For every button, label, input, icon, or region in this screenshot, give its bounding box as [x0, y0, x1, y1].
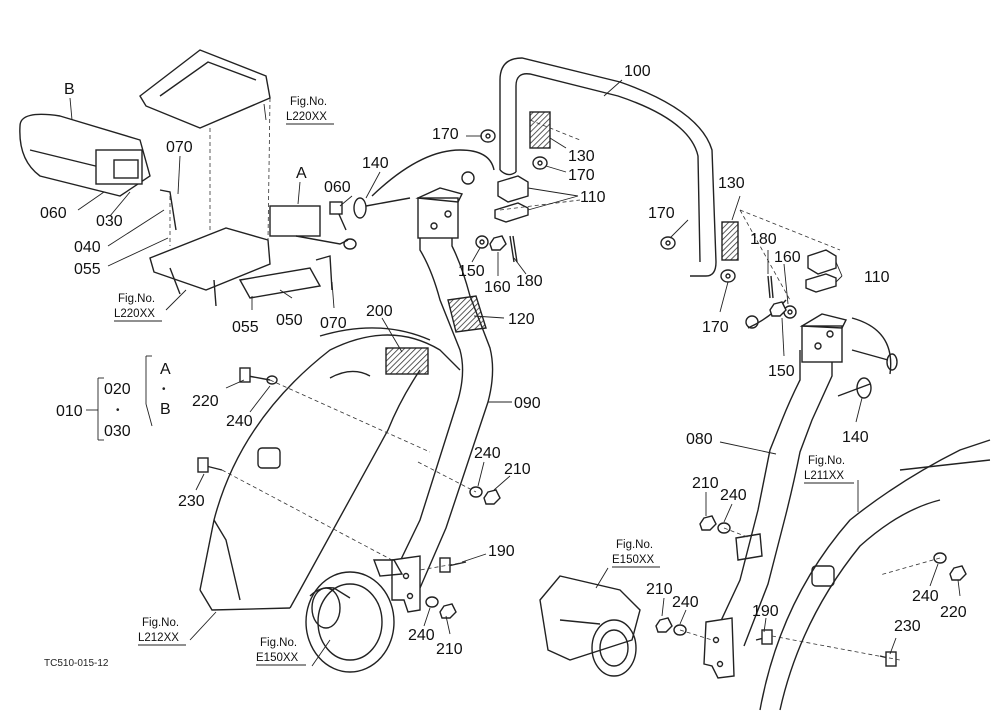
seat-rail	[139, 49, 333, 307]
callout-190: 190	[752, 603, 779, 620]
callout-210: 210	[646, 581, 673, 598]
callout-170: 170	[568, 167, 595, 184]
callout-140: 140	[842, 429, 869, 446]
callout-030: 030	[104, 423, 131, 440]
callout-160: 160	[484, 279, 511, 296]
callout-220: 220	[940, 604, 967, 621]
fig-ref-label: Fig.No.	[290, 96, 327, 108]
callout-240: 240	[672, 594, 699, 611]
callout-210: 210	[504, 461, 531, 478]
dot-separator: •	[116, 405, 120, 416]
callout-240: 240	[474, 445, 501, 462]
fig-ref-label: Fig.No.	[808, 455, 845, 467]
callout-150: 150	[768, 363, 795, 380]
fig-ref-number: E150XX	[612, 554, 655, 566]
callout-190: 190	[488, 543, 515, 560]
rops-top-arch	[499, 57, 739, 277]
callout-220: 220	[192, 393, 219, 410]
callout-240: 240	[226, 413, 253, 430]
callout-150: 150	[458, 263, 485, 280]
bolt-icon	[197, 201, 897, 667]
left-fender	[199, 327, 461, 611]
callout-030: 030	[96, 213, 123, 230]
callout-080: 080	[686, 431, 713, 448]
fig-ref-label: Fig.No.	[616, 539, 653, 551]
clip-110-right	[805, 249, 837, 293]
callout-240: 240	[912, 588, 939, 605]
buckle-icon	[269, 205, 357, 250]
label-a-group: A	[160, 361, 171, 378]
callout-060: 060	[324, 179, 351, 196]
callout-050: 050	[276, 312, 303, 329]
fig-ref-number: L211XX	[804, 470, 844, 482]
clip-110-left	[494, 175, 529, 223]
callout-170: 170	[702, 319, 729, 336]
fig-ref-number: L220XX	[286, 111, 327, 123]
callout-140: 140	[362, 155, 389, 172]
leader-lines	[69, 79, 961, 667]
seat-belt-icon	[19, 113, 151, 197]
callout-010: 010	[56, 403, 83, 420]
callout-210: 210	[692, 475, 719, 492]
callout-060: 060	[40, 205, 67, 222]
callout-240: 240	[408, 627, 435, 644]
assembly-guides	[169, 97, 941, 661]
callout-210: 210	[436, 641, 463, 658]
label-b: B	[64, 81, 75, 98]
pin-icon	[353, 149, 898, 399]
callout-240: 240	[720, 487, 747, 504]
callout-130: 130	[568, 148, 595, 165]
rops-right-post	[703, 313, 848, 679]
callout-130: 130	[718, 175, 745, 192]
callout-055: 055	[232, 319, 259, 336]
callout-055: 055	[74, 261, 101, 278]
figure-code: TC510-015-12	[44, 658, 109, 669]
callout-040: 040	[74, 239, 101, 256]
fig-ref-number: L212XX	[138, 632, 179, 644]
callout-090: 090	[514, 395, 541, 412]
right-fender	[759, 439, 991, 711]
axle-housing-right	[539, 575, 641, 677]
callout-230: 230	[178, 493, 205, 510]
callout-230: 230	[894, 618, 921, 635]
nut-icon	[425, 235, 967, 636]
callout-120: 120	[508, 311, 535, 328]
dot-separator: •	[162, 384, 166, 395]
fig-ref-number: L220XX	[114, 308, 155, 320]
callout-110: 110	[580, 189, 606, 206]
callout-070: 070	[320, 315, 347, 332]
callout-020: 020	[104, 381, 131, 398]
callout-180: 180	[750, 231, 777, 248]
figure-references: Fig.No. L220XX Fig.No. L220XX Fig.No. L2…	[114, 96, 854, 666]
callout-160: 160	[774, 249, 801, 266]
callout-180: 180	[516, 273, 543, 290]
callout-110: 110	[864, 269, 890, 286]
callout-100: 100	[624, 63, 651, 80]
callout-labels: 100 130 170 170 110 130 170 180 160 110 …	[40, 63, 967, 658]
callout-070: 070	[166, 139, 193, 156]
fig-ref-label: Fig.No.	[118, 293, 155, 305]
label-b-group: B	[160, 401, 171, 418]
fig-ref-label: Fig.No.	[260, 637, 297, 649]
callout-170: 170	[648, 205, 675, 222]
axle-housing-left	[305, 571, 395, 673]
label-a: A	[296, 165, 307, 182]
fig-ref-number: E150XX	[256, 652, 299, 664]
callout-200: 200	[366, 303, 393, 320]
fig-ref-label: Fig.No.	[142, 617, 179, 629]
callout-170: 170	[432, 126, 459, 143]
rops-left-post	[372, 187, 494, 613]
